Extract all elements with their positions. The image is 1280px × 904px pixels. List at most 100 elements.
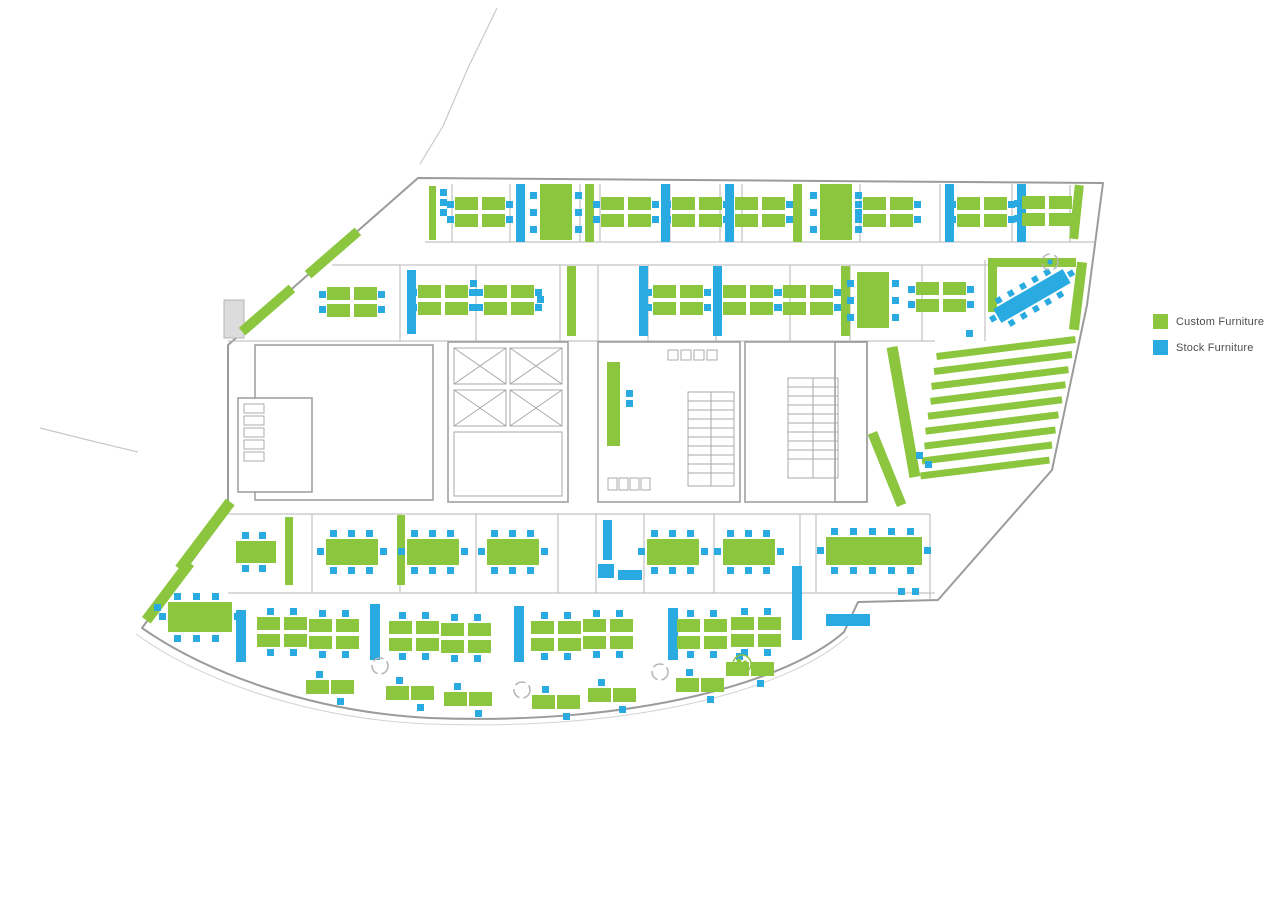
desk-pair — [306, 671, 354, 705]
auditorium-bench — [933, 351, 1073, 375]
desk-cluster — [949, 197, 1015, 227]
custom-furniture-bar — [238, 284, 296, 336]
legend-row-custom: Custom Furniture — [1153, 314, 1264, 329]
meeting-table — [714, 530, 784, 574]
desk-cluster — [731, 608, 781, 656]
legend: Custom Furniture Stock Furniture — [1153, 314, 1264, 355]
desk-cluster — [855, 197, 921, 227]
desk-cluster — [410, 285, 476, 315]
meeting-table — [478, 530, 548, 574]
custom-furniture-bar — [285, 517, 293, 585]
custom-furniture-bar — [841, 266, 850, 336]
auditorium-bench — [927, 396, 1063, 420]
desk-cluster — [677, 610, 727, 658]
desk-cluster — [257, 608, 307, 656]
stock-furniture-bar — [1017, 184, 1026, 242]
desk-pair — [386, 677, 434, 711]
round-stool — [513, 681, 531, 699]
stock-furniture-bar — [370, 604, 380, 660]
stock-furniture-bar — [639, 266, 648, 336]
custom-furniture-bar — [988, 258, 1076, 267]
desk-cluster — [664, 197, 730, 227]
stock-chair — [912, 588, 919, 595]
legend-label-stock: Stock Furniture — [1176, 341, 1254, 354]
stock-furniture-bar — [236, 610, 246, 662]
stock-furniture-bar — [618, 570, 642, 580]
stock-furniture-bar — [668, 608, 678, 660]
plant — [732, 654, 752, 674]
desk-cluster — [593, 197, 659, 227]
custom-furniture-bar — [175, 498, 235, 573]
stock-chair — [440, 209, 447, 216]
round-stool — [371, 657, 389, 675]
desk-pair — [588, 679, 636, 713]
stock-conference-table — [988, 268, 1076, 327]
custom-furniture-bar — [793, 184, 802, 242]
meeting-table — [317, 530, 387, 574]
auditorium-bench — [931, 366, 1069, 390]
custom-furniture-bar — [607, 362, 620, 446]
custom-furniture-bar — [1069, 184, 1084, 240]
furniture-layer — [141, 184, 1088, 720]
small-meeting-table — [236, 532, 276, 572]
custom-furniture-bar — [585, 184, 594, 242]
desk-cluster — [727, 197, 793, 227]
stairs — [687, 377, 839, 487]
custom-furniture-bar — [886, 346, 921, 478]
site-boundary-lines — [39, 7, 498, 453]
interior-walls — [228, 184, 1094, 600]
stock-chair — [925, 461, 932, 468]
building-outline — [141, 177, 1104, 720]
custom-furniture-bar — [988, 264, 997, 312]
custom-furniture-bar — [867, 430, 907, 508]
desk-cluster — [531, 612, 581, 660]
conference-table — [159, 593, 241, 642]
desk-pair — [532, 686, 580, 720]
auditorium-bench — [925, 411, 1059, 435]
meeting-table — [398, 530, 468, 574]
stock-chair — [154, 604, 161, 611]
desk-cluster — [645, 285, 711, 315]
table-vertical — [530, 184, 582, 240]
legend-swatch-stock — [1153, 340, 1168, 355]
desk-pair — [676, 669, 724, 703]
desk-cluster — [319, 287, 385, 317]
desk-pair — [444, 683, 492, 717]
auditorium-bench — [921, 441, 1053, 465]
stock-furniture-bar — [713, 266, 722, 336]
hatched-column — [223, 299, 245, 339]
desk-cluster — [775, 285, 841, 315]
desk-cluster — [583, 610, 633, 658]
stock-chair — [966, 330, 973, 337]
stock-chair — [898, 588, 905, 595]
stock-furniture-bar — [407, 270, 416, 334]
desk-cluster — [389, 612, 439, 660]
stock-furniture-bar — [661, 184, 670, 242]
custom-furniture-bar — [1068, 261, 1088, 331]
conference-table — [817, 528, 931, 574]
custom-furniture-bar — [304, 227, 362, 279]
auditorium-bench — [924, 426, 1056, 450]
desk-cluster — [441, 614, 491, 662]
auditorium-bench — [936, 335, 1076, 361]
legend-row-stock: Stock Furniture — [1153, 340, 1264, 355]
desk-cluster — [908, 282, 974, 312]
stock-furniture-bar — [514, 606, 524, 662]
stock-furniture-bar — [603, 520, 612, 560]
stock-chair — [626, 390, 633, 397]
auditorium-bench — [930, 381, 1066, 405]
stock-furniture-bar — [945, 184, 954, 242]
stock-chair — [440, 189, 447, 196]
core-rooms — [237, 341, 868, 503]
desk-cluster — [447, 197, 513, 227]
stock-chair — [537, 296, 544, 303]
table-vertical — [847, 272, 899, 328]
stock-chair — [470, 280, 477, 287]
elevator-shafts — [453, 347, 563, 497]
stock-furniture-bar — [826, 614, 870, 626]
legend-swatch-custom — [1153, 314, 1168, 329]
meeting-table — [638, 530, 708, 574]
table-vertical — [810, 184, 862, 240]
